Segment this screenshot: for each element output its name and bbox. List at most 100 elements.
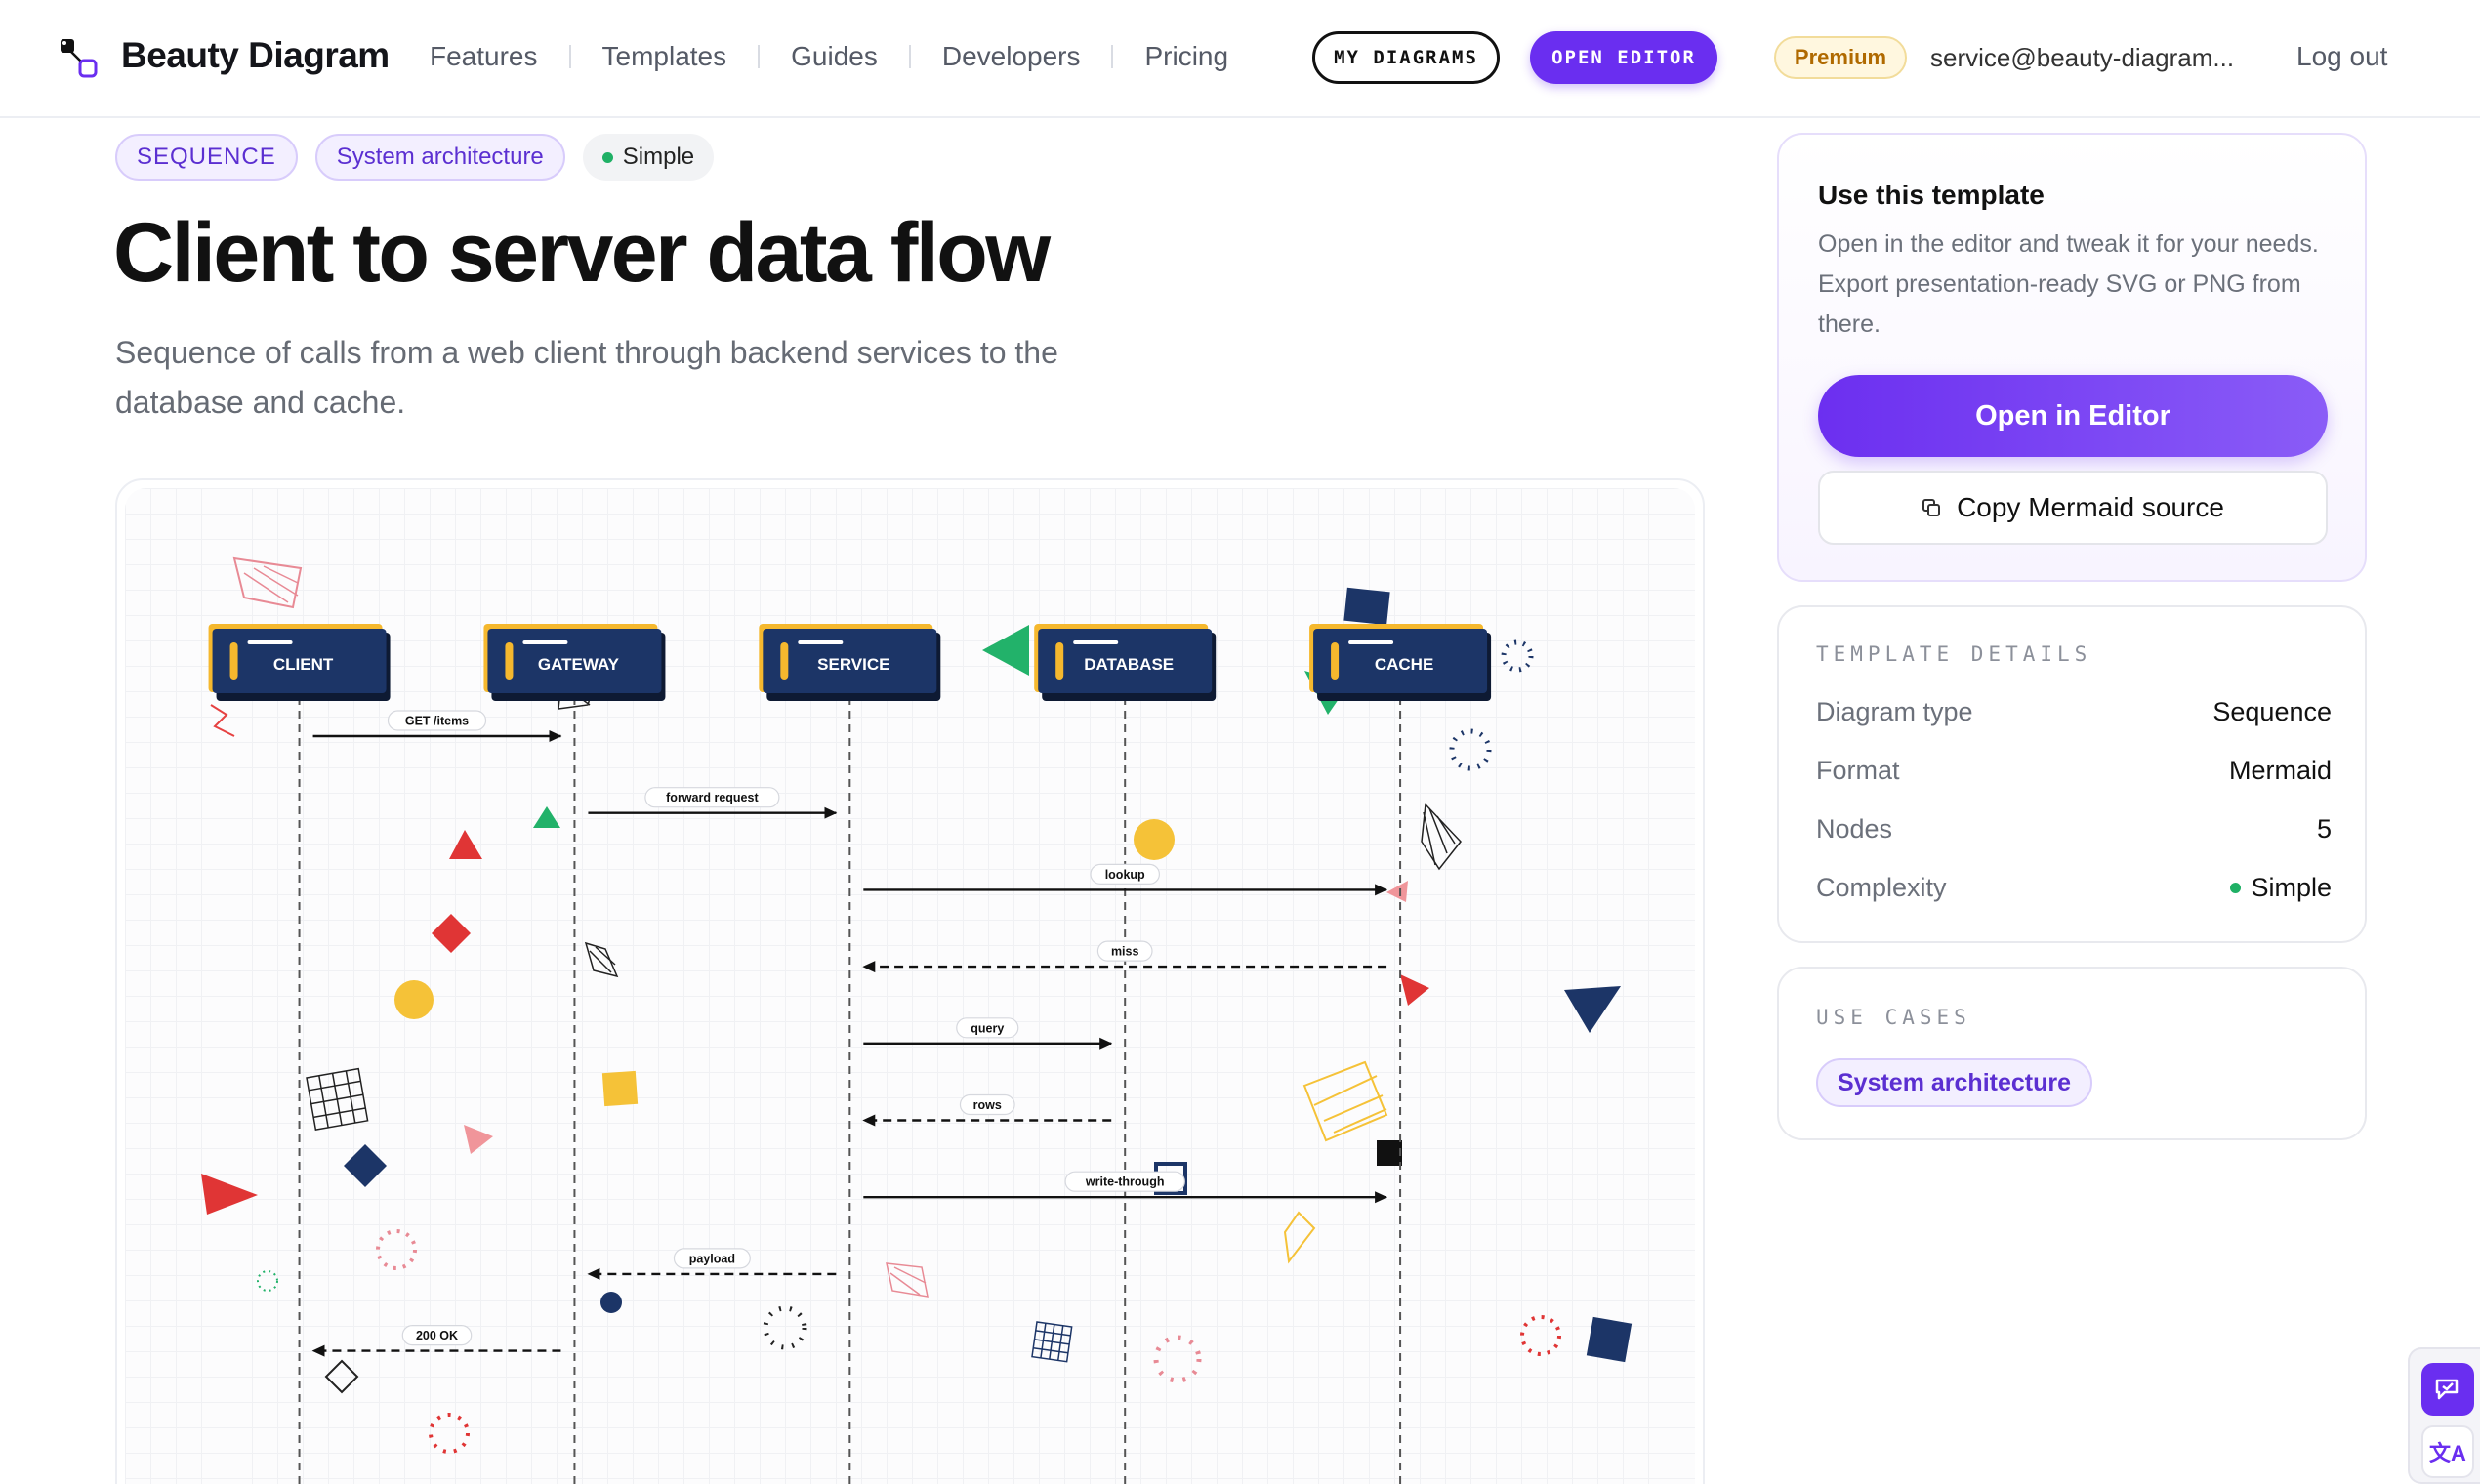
diamond-decor [432,914,471,953]
nav-divider [1111,45,1114,68]
triangle-decor [982,625,1029,676]
nav-guides[interactable]: Guides [791,41,878,71]
circle-decor [394,980,434,1019]
copy-mermaid-source-label: Copy Mermaid source [1957,492,2224,522]
zigzag-decor [210,704,235,737]
diagram-type-tag[interactable]: SEQUENCE [115,134,298,181]
account-email[interactable]: service@beauty-diagram... [1930,43,2235,72]
participant-box[interactable]: CACHE [1309,624,1492,701]
premium-badge[interactable]: Premium [1774,36,1907,79]
status-dot-icon [2230,883,2242,893]
triangle-decor [449,830,482,859]
message-label: forward request [666,791,759,804]
message-arrow: 200 OK [311,1324,561,1357]
triangle-decor [1386,881,1408,902]
nav-developers[interactable]: Developers [941,41,1081,71]
square-decor [601,1070,639,1107]
brand-name[interactable]: Beauty Diagram [121,35,390,75]
use-case-tag[interactable]: System architecture [314,134,565,181]
message-arrow: lookup [863,863,1388,896]
main-nav: Features Templates Guides Developers Pri… [430,41,1228,72]
detail-value: Mermaid [2228,756,2332,785]
dotted-circle-decor [1520,1315,1561,1356]
open-in-editor-button[interactable]: Open in Editor [1818,375,2328,457]
complexity-tag: Simple [582,134,715,181]
message-label: query [971,1021,1004,1035]
complexity-value: Simple [2251,873,2332,902]
message-arrow: rows [862,1093,1112,1127]
nav-divider [568,45,571,68]
detail-row-complexity: Complexity Simple [1816,873,2332,903]
hatched-shape-decor [584,941,619,978]
hatched-shape-decor [1302,1060,1388,1142]
circle-decor [600,1292,622,1313]
participant-label: CLIENT [273,655,334,674]
status-dot-icon [601,151,613,163]
dotted-circle-decor [429,1413,470,1454]
brand-logo-icon[interactable] [59,37,102,80]
participant-box[interactable]: GATEWAY [483,624,666,701]
open-editor-button[interactable]: OPEN EDITOR [1530,31,1717,84]
detail-key: Complexity [1816,873,1947,902]
dotted-circle-decor [1153,1335,1202,1383]
top-navigation-bar: Beauty Diagram Features Templates Guides… [0,0,2480,118]
dotted-circle-decor [257,1270,278,1292]
use-cases-panel: USE CASES System architecture [1777,967,2367,1140]
hatched-shape-decor [243,565,299,603]
hatched-shape-decor [1283,1211,1316,1264]
detail-value: Sequence [2212,697,2332,726]
translate-icon: 文A [2429,1441,2466,1465]
detail-value: 5 [2316,814,2332,844]
template-details-label: TEMPLATE DETAILS [1816,642,2092,666]
message-label: write-through [1085,1175,1165,1189]
square-decor [1586,1316,1633,1363]
logout-link[interactable]: Log out [2296,41,2388,71]
messages: GET /items forward request lookup miss query… [311,710,1388,1357]
nav-features[interactable]: Features [430,41,538,71]
sequence-diagram: GET /items forward request lookup miss query… [201,556,1633,1484]
message-arrow: miss [862,940,1387,973]
nav-templates[interactable]: Templates [601,41,727,71]
square-decor [1343,587,1390,626]
nav-pricing[interactable]: Pricing [1144,41,1229,71]
message-label: payload [689,1252,735,1265]
triangle-decor [464,1125,493,1154]
page-title: Client to server data flow [113,206,1051,300]
message-label: GET /items [405,715,469,728]
diamond-decor [344,1144,387,1187]
hatched-shape-decor [886,1262,929,1298]
dotted-circle-decor [376,1229,417,1270]
participant-label: SERVICE [817,655,889,674]
message-arrow: GET /items [312,710,562,742]
dotted-circle-decor [763,1305,807,1350]
triangle-decor [1564,986,1621,1033]
use-template-title: Use this template [1818,180,2045,210]
participant-box[interactable]: CLIENT [208,624,391,701]
feedback-button[interactable] [2421,1363,2474,1416]
diamond-decor [324,1359,359,1394]
detail-row-nodes: Nodes 5 [1816,814,2332,845]
message-label: lookup [1105,868,1145,882]
participant-box[interactable]: DATABASE [1034,624,1217,701]
nav-divider [758,45,761,68]
participant-label: CACHE [1375,655,1433,674]
diagram-preview-card[interactable]: GET /items forward request lookup miss query… [115,478,1705,1484]
translate-button[interactable]: 文A [2421,1425,2474,1478]
participant-label: GATEWAY [538,655,620,674]
copy-icon [1922,499,1941,516]
template-details-panel: TEMPLATE DETAILS Diagram type Sequence F… [1777,605,2367,943]
message-arrow: payload [587,1248,837,1280]
hatched-shape-decor [1421,803,1462,871]
use-case-chip[interactable]: System architecture [1816,1058,2093,1107]
copy-mermaid-source-button[interactable]: Copy Mermaid source [1818,471,2328,545]
my-diagrams-button[interactable]: MY DIAGRAMS [1312,31,1500,84]
hatched-shape-decor [232,556,303,609]
dotted-circle-decor [1501,639,1534,673]
message-label: 200 OK [416,1329,458,1342]
message-label: rows [973,1098,1002,1112]
participant-box[interactable]: SERVICE [759,624,941,701]
template-tags: SEQUENCE System architecture Simple [115,134,715,181]
triangle-decor [1400,974,1429,1006]
detail-key: Nodes [1816,814,1893,844]
square-decor [1377,1140,1402,1166]
